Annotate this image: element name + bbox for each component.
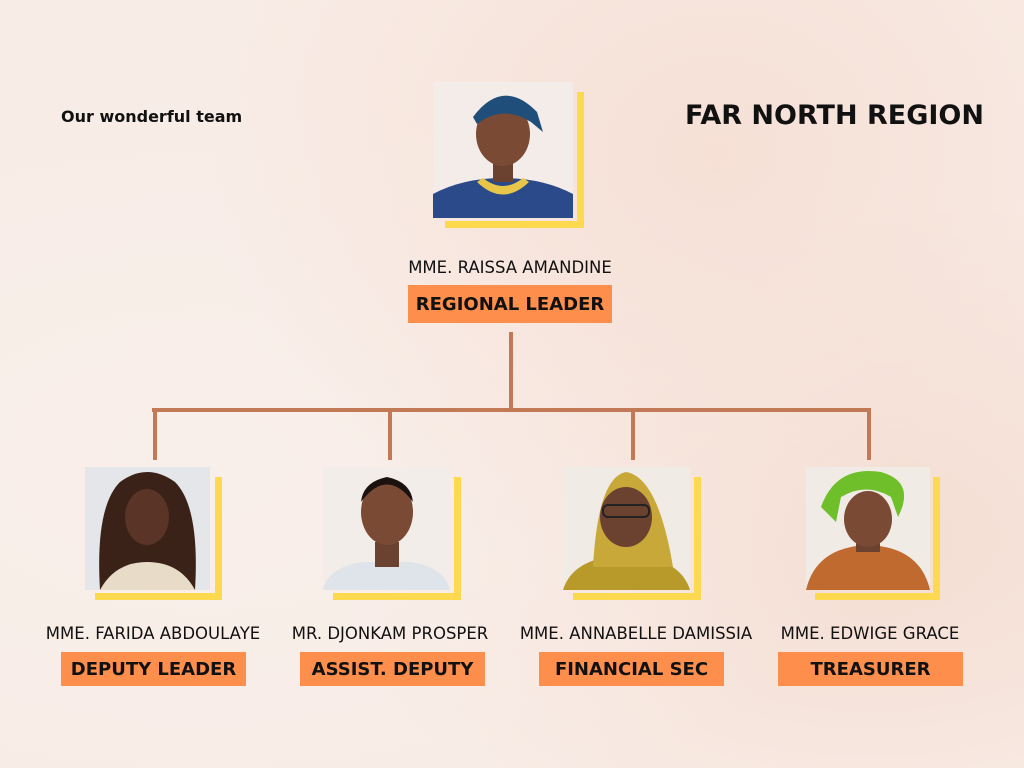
leader-role-badge: REGIONAL LEADER <box>408 285 612 323</box>
connector-line <box>631 408 635 460</box>
photo-frame <box>815 593 940 600</box>
photo-frame <box>445 221 584 228</box>
photo-frame <box>577 92 584 228</box>
member-name: MR. DJONKAM PROSPER <box>291 624 489 643</box>
member-photo <box>323 467 450 590</box>
member-role-badge: TREASURER <box>778 652 963 686</box>
leader-name: MME. RAISSA AMANDINE <box>408 258 612 277</box>
tagline: Our wonderful team <box>61 107 243 126</box>
photo-frame <box>694 477 701 600</box>
member-name: MME. ANNABELLE DAMISSIA <box>519 624 753 643</box>
member-role-badge: FINANCIAL SEC <box>539 652 724 686</box>
member-photo <box>563 467 690 590</box>
member-name: MME. FARIDA ABDOULAYE <box>45 624 261 643</box>
member-name: MME. EDWIGE GRACE <box>780 624 960 643</box>
connector-line <box>152 408 871 412</box>
photo-frame <box>333 593 461 600</box>
photo-frame <box>454 477 461 600</box>
photo-frame <box>215 477 222 600</box>
connector-line <box>153 408 157 460</box>
member-photo <box>806 467 930 590</box>
member-role-badge: ASSIST. DEPUTY <box>300 652 485 686</box>
connector-line <box>509 332 513 412</box>
photo-frame <box>95 593 222 600</box>
region-title: FAR NORTH REGION <box>685 100 984 131</box>
leader-photo <box>433 82 573 218</box>
member-photo <box>85 467 210 590</box>
member-role-badge: DEPUTY LEADER <box>61 652 246 686</box>
photo-frame <box>933 477 940 600</box>
photo-frame <box>573 593 701 600</box>
connector-line <box>388 408 392 460</box>
connector-line <box>867 408 871 460</box>
